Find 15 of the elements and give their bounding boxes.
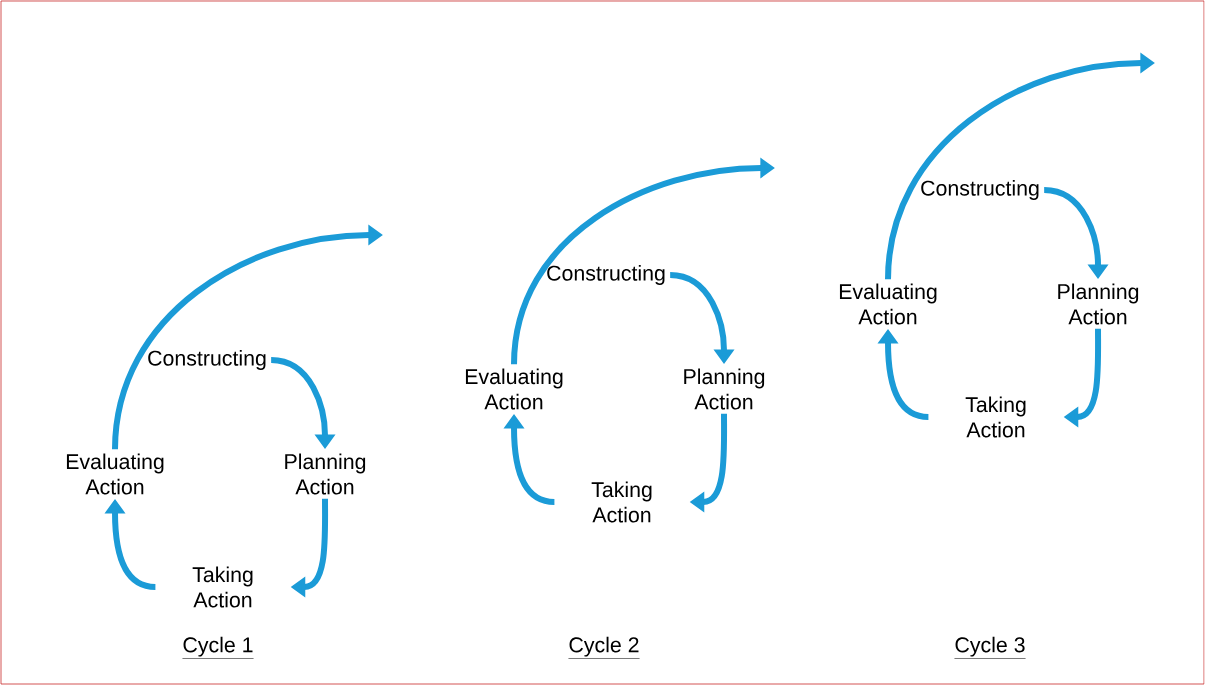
step-label: Planning Action bbox=[1058, 283, 1139, 325]
step-label: Evaluating Action bbox=[839, 283, 937, 325]
step-label: Constructing bbox=[547, 265, 665, 285]
step-label: Taking Action bbox=[192, 566, 253, 608]
step-label: Constructing bbox=[921, 180, 1039, 200]
step-label: Evaluating Action bbox=[465, 368, 563, 410]
cycle-label: Cycle 3 bbox=[954, 636, 1026, 659]
step-label: Planning Action bbox=[684, 368, 765, 410]
step-label: Taking Action bbox=[591, 481, 652, 523]
step-label: Taking Action bbox=[965, 396, 1026, 438]
cycle-label: Cycle 2 bbox=[568, 636, 640, 659]
step-label: Planning Action bbox=[285, 453, 366, 495]
step-label: Constructing bbox=[148, 350, 266, 370]
step-label: Evaluating Action bbox=[66, 453, 164, 495]
cycle-label: Cycle 1 bbox=[182, 636, 254, 659]
